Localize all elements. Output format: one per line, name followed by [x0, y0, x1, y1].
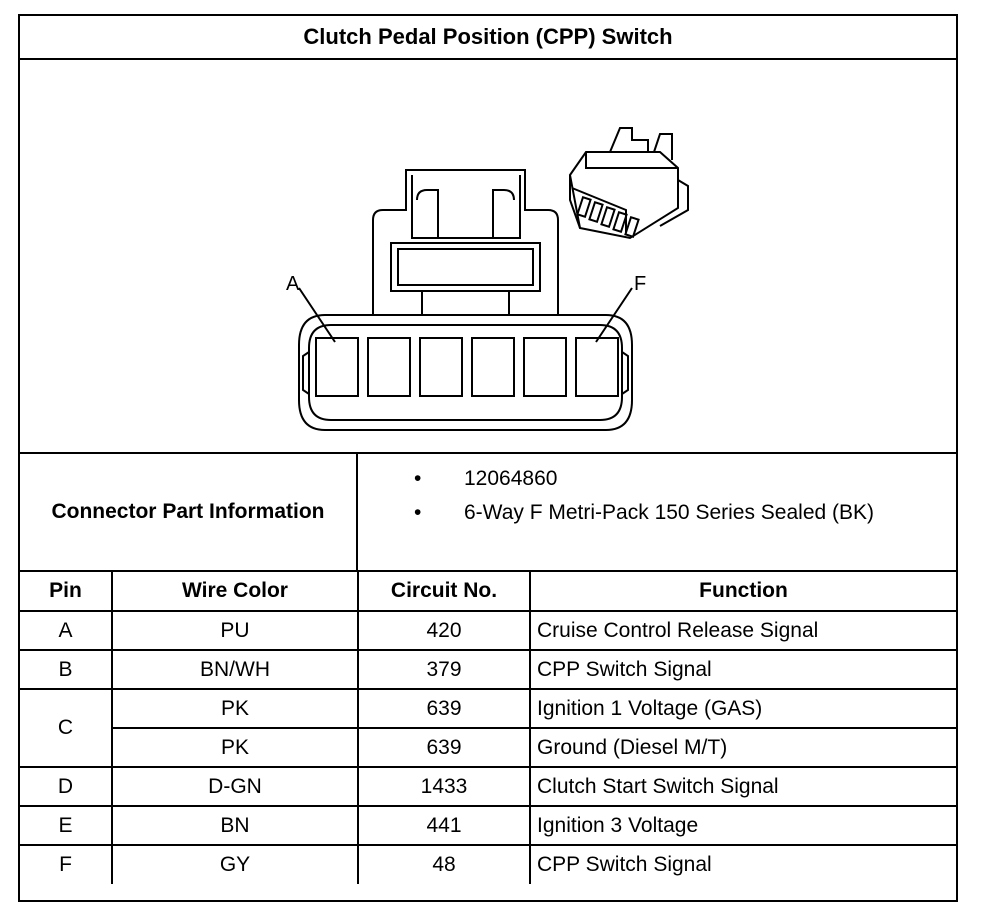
table-header-row: Pin Wire Color Circuit No. Function: [20, 572, 956, 612]
function-cell: Clutch Start Switch Signal: [529, 766, 956, 807]
table-row: PK 639 Ground (Diesel M/T): [20, 727, 956, 768]
header-wire-color: Wire Color: [111, 572, 359, 612]
circuit-cell: 639: [357, 727, 531, 768]
table-row: B BN/WH 379 CPP Switch Signal: [20, 649, 956, 690]
bullet-icon: •: [414, 501, 422, 524]
header-circuit: Circuit No.: [357, 572, 531, 612]
circuit-cell: 639: [357, 688, 531, 729]
function-cell: Ground (Diesel M/T): [529, 727, 956, 768]
wire-color-cell: BN: [111, 805, 359, 846]
pin-cell: F: [20, 844, 113, 884]
function-cell: Ignition 3 Voltage: [529, 805, 956, 846]
circuit-cell: 48: [357, 844, 531, 884]
connector-info-list: • 12064860 • 6-Way F Metri-Pack 150 Seri…: [358, 454, 956, 570]
pin-cell: B: [20, 649, 113, 690]
pin-cell: C: [20, 688, 113, 768]
wire-color-cell: D-GN: [111, 766, 359, 807]
connector-part-info: Connector Part Information • 12064860 • …: [20, 454, 956, 572]
pin-cell: D: [20, 766, 113, 807]
function-cell: Cruise Control Release Signal: [529, 610, 956, 651]
table-row: A PU 420 Cruise Control Release Signal: [20, 610, 956, 651]
header-pin: Pin: [20, 572, 113, 612]
table-row: F GY 48 CPP Switch Signal: [20, 844, 956, 884]
wire-color-cell: PK: [111, 688, 359, 729]
circuit-cell: 441: [357, 805, 531, 846]
header-function: Function: [529, 572, 956, 612]
table-row: C PK 639 Ignition 1 Voltage (GAS): [20, 688, 956, 768]
connector-info-label: Connector Part Information: [20, 454, 358, 570]
connector-diagram: A F: [20, 60, 956, 454]
bullet-icon: •: [414, 467, 422, 490]
page-title: Clutch Pedal Position (CPP) Switch: [20, 16, 956, 60]
table-row: E BN 441 Ignition 3 Voltage: [20, 805, 956, 846]
wire-color-cell: PU: [111, 610, 359, 651]
pin-cell: E: [20, 805, 113, 846]
connector-description: 6-Way F Metri-Pack 150 Series Sealed (BK…: [464, 501, 875, 524]
table-row: D D-GN 1433 Clutch Start Switch Signal: [20, 766, 956, 807]
function-cell: CPP Switch Signal: [529, 844, 956, 884]
pin-cell: A: [20, 610, 113, 651]
connector-drawing: A F: [286, 127, 689, 431]
pinout-table: Pin Wire Color Circuit No. Function A PU…: [20, 572, 956, 884]
pin-label-f: F: [634, 273, 646, 295]
circuit-cell: 420: [357, 610, 531, 651]
wire-color-cell: PK: [112, 727, 359, 768]
pin-label-a: A: [286, 273, 300, 295]
wire-color-cell: BN/WH: [111, 649, 359, 690]
function-cell: CPP Switch Signal: [529, 649, 956, 690]
part-number: 12064860: [464, 467, 558, 490]
function-cell: Ignition 1 Voltage (GAS): [529, 688, 956, 729]
wire-color-cell: GY: [111, 844, 359, 884]
circuit-cell: 379: [357, 649, 531, 690]
circuit-cell: 1433: [357, 766, 531, 807]
connector-sheet: Clutch Pedal Position (CPP) Switch: [18, 14, 958, 902]
